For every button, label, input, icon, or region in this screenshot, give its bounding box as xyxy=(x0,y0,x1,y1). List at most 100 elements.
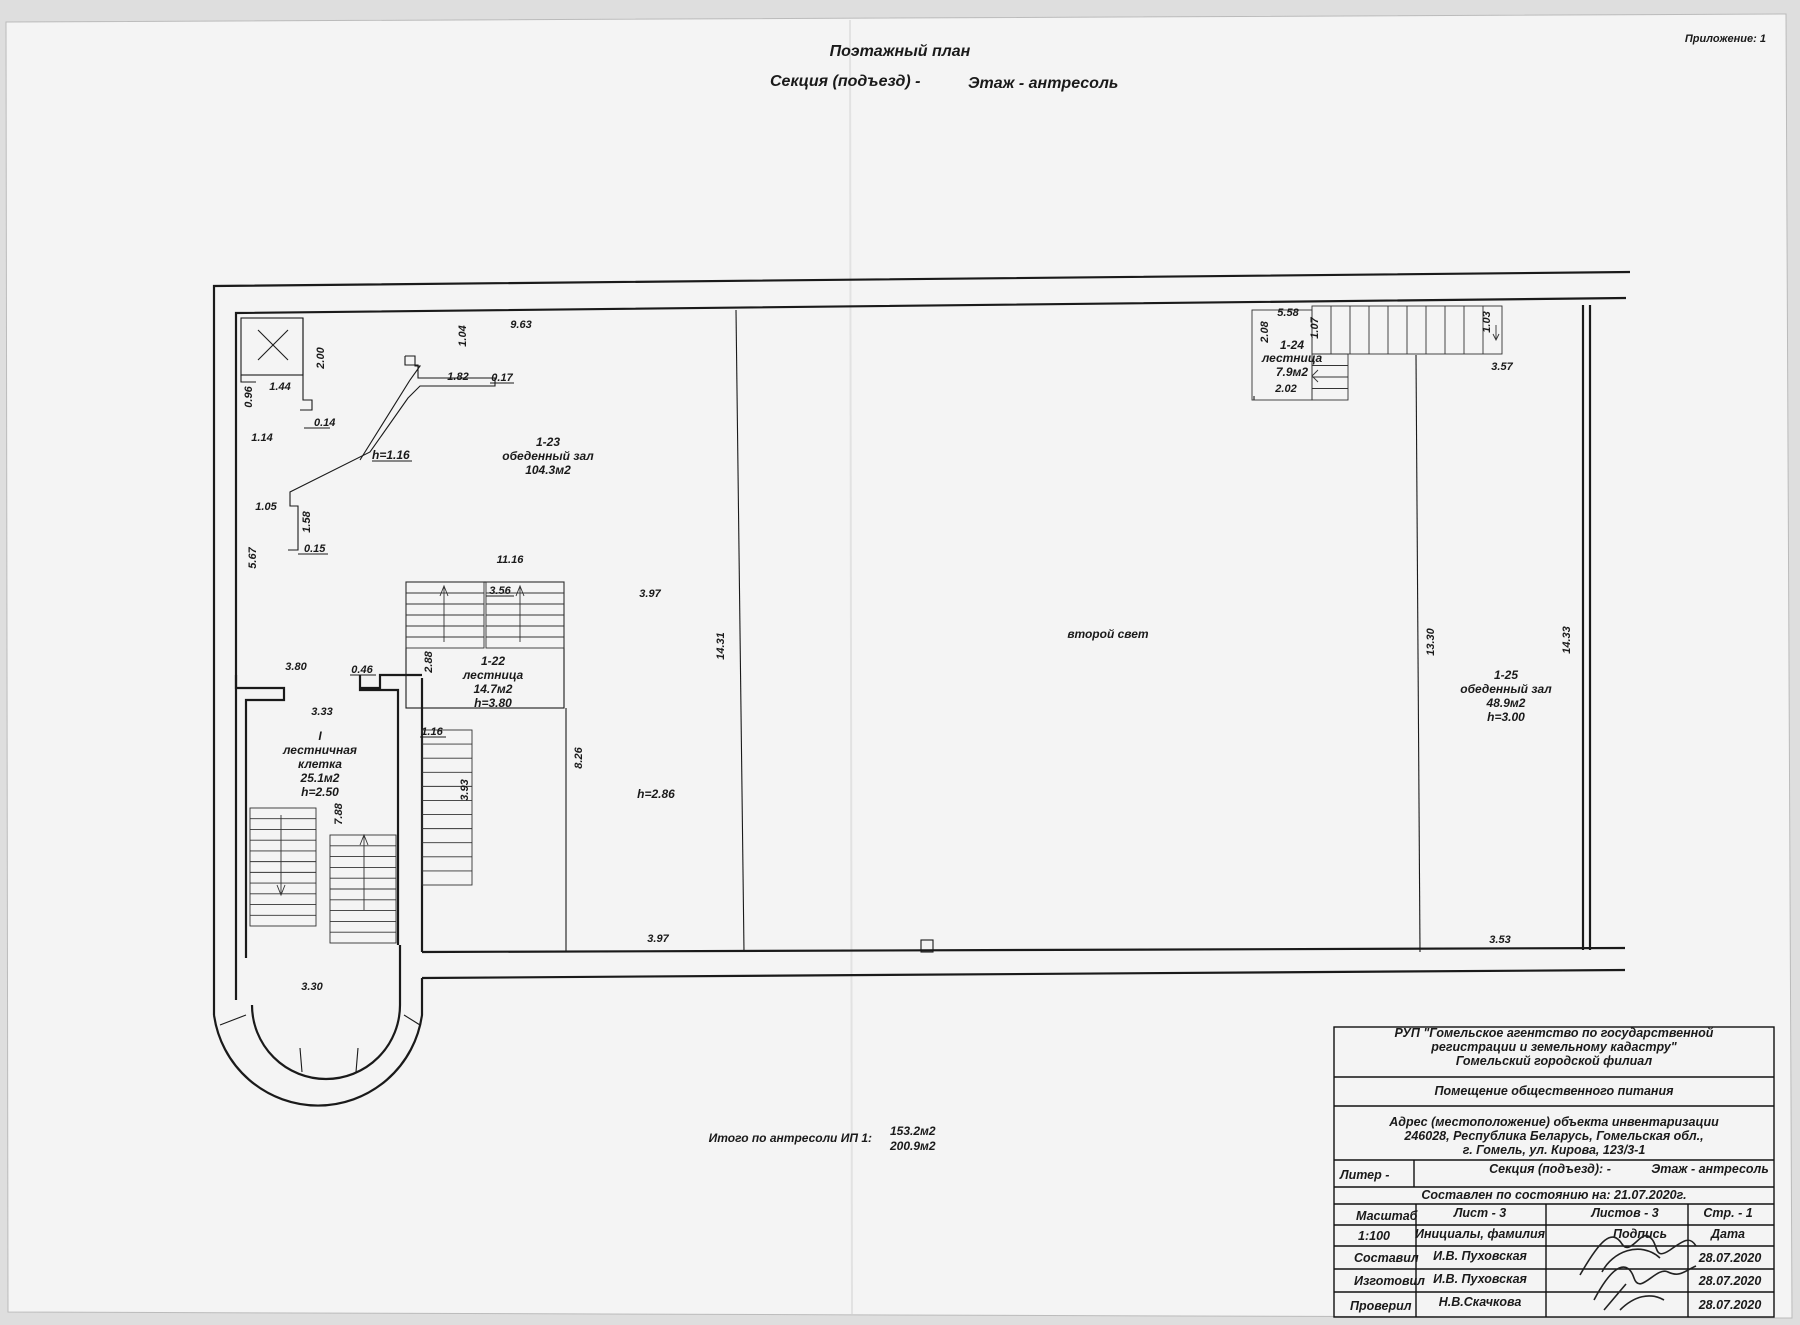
svg-text:3.30: 3.30 xyxy=(301,981,323,993)
stair-arrows xyxy=(276,325,1500,910)
svg-text:I: I xyxy=(318,729,322,743)
hall-height-label: h=2.86 xyxy=(637,787,675,801)
svg-text:0.96: 0.96 xyxy=(243,385,255,407)
svg-text:Инициалы, фамилия: Инициалы, фамилия xyxy=(1415,1227,1546,1241)
plan-floor: Этаж - антресоль xyxy=(968,75,1118,92)
svg-text:1.16: 1.16 xyxy=(421,726,443,738)
svg-text:1.03: 1.03 xyxy=(1481,311,1493,332)
stair-treads xyxy=(249,305,1503,944)
svg-text:РУП "Гомельское агентство по г: РУП "Гомельское агентство по государстве… xyxy=(1395,1026,1714,1040)
svg-text:г. Гомель, ул. Кирова, 123/3-1: г. Гомель, ул. Кирова, 123/3-1 xyxy=(1463,1143,1646,1157)
svg-text:13.30: 13.30 xyxy=(1425,627,1437,655)
svg-text:3.93: 3.93 xyxy=(459,779,471,800)
svg-text:h=3.80: h=3.80 xyxy=(474,696,512,710)
svg-text:Составил: Составил xyxy=(1354,1251,1419,1265)
svg-text:Масштаб: Масштаб xyxy=(1356,1209,1419,1223)
svg-text:25.1м2: 25.1м2 xyxy=(300,771,340,785)
svg-text:2.88: 2.88 xyxy=(423,650,435,673)
svg-text:Проверил: Проверил xyxy=(1350,1299,1412,1313)
svg-text:лестничная: лестничная xyxy=(282,743,357,757)
signature-scribble xyxy=(1579,1234,1697,1311)
svg-text:клетка: клетка xyxy=(298,757,342,771)
room-1-23: 1-23 обеденный зал 104.3м2 h=1.16 xyxy=(372,435,594,477)
plan-title: Поэтажный план xyxy=(830,43,971,60)
svg-text:3.97: 3.97 xyxy=(639,588,661,600)
svg-text:0.17: 0.17 xyxy=(491,372,513,384)
svg-text:14.33: 14.33 xyxy=(1561,626,1573,654)
room-1-25: 1-25 обеденный зал 48.9м2 h=3.00 xyxy=(1460,668,1552,724)
svg-text:0.46: 0.46 xyxy=(351,664,373,676)
svg-text:h=3.00: h=3.00 xyxy=(1487,710,1525,724)
svg-text:14.31: 14.31 xyxy=(715,632,727,660)
svg-text:лестница: лестница xyxy=(462,668,524,682)
svg-text:5.58: 5.58 xyxy=(1277,307,1299,319)
svg-text:Подпись: Подпись xyxy=(1613,1227,1667,1241)
stair-1-24-landing xyxy=(1251,309,1313,401)
svg-text:Этаж - антресоль: Этаж - антресоль xyxy=(1651,1162,1769,1176)
svg-text:1.04: 1.04 xyxy=(457,325,469,346)
svg-text:2.02: 2.02 xyxy=(1274,383,1296,395)
svg-text:3.97: 3.97 xyxy=(647,933,669,945)
svg-text:Гомельский городской филиал: Гомельский городской филиал xyxy=(1456,1054,1653,1068)
svg-text:14.7м2: 14.7м2 xyxy=(474,682,513,696)
building-walls xyxy=(212,270,1631,1107)
totals: Итого по антресоли ИП 1: 153.2м2 200.9м2 xyxy=(709,1124,936,1153)
room-1-24: 1-24 лестница 7.9м2 xyxy=(1261,338,1323,379)
dimension-labels: 9.63 1.04 1.82 0.17 1.44 2.00 0.96 0.14 … xyxy=(243,307,1573,993)
svg-text:Стр. - 1: Стр. - 1 xyxy=(1703,1206,1752,1220)
svg-text:Помещение общественного питани: Помещение общественного питания xyxy=(1435,1084,1675,1098)
room-1-22: 1-22 лестница 14.7м2 h=3.80 xyxy=(462,654,524,710)
svg-text:h=2.50: h=2.50 xyxy=(301,785,339,799)
paper xyxy=(5,13,1793,1319)
svg-text:Секция (подъезд): -: Секция (подъезд): - xyxy=(1489,1162,1611,1176)
appendix-label: Приложение: 1 xyxy=(1685,33,1766,45)
svg-text:1.44: 1.44 xyxy=(269,381,290,393)
svg-text:9.63: 9.63 xyxy=(510,319,531,331)
room-stair-cage: I лестничная клетка 25.1м2 h=2.50 xyxy=(282,729,357,799)
plan-section: Секция (подъезд) - xyxy=(770,73,920,90)
svg-text:3.57: 3.57 xyxy=(1491,361,1513,373)
svg-text:Дата: Дата xyxy=(1710,1227,1745,1241)
svg-text:1.07: 1.07 xyxy=(1309,316,1321,338)
svg-text:5.67: 5.67 xyxy=(247,546,259,568)
svg-text:1.05: 1.05 xyxy=(255,501,277,513)
paper-fold xyxy=(849,19,853,1315)
svg-text:регистрации и земельному кадас: регистрации и земельному кадастру" xyxy=(1430,1040,1677,1054)
svg-text:3.53: 3.53 xyxy=(1489,934,1510,946)
svg-text:7.88: 7.88 xyxy=(333,802,345,824)
svg-text:48.9м2: 48.9м2 xyxy=(1486,696,1526,710)
svg-text:1.14: 1.14 xyxy=(251,432,272,444)
svg-text:3.33: 3.33 xyxy=(311,706,332,718)
svg-text:1.58: 1.58 xyxy=(301,510,313,532)
svg-text:3.80: 3.80 xyxy=(285,661,307,673)
svg-text:h=1.16: h=1.16 xyxy=(372,448,410,462)
svg-text:2.08: 2.08 xyxy=(1259,320,1271,343)
svg-text:Н.В.Скачкова: Н.В.Скачкова xyxy=(1439,1295,1522,1309)
svg-text:11.16: 11.16 xyxy=(497,554,525,566)
svg-text:обеденный зал: обеденный зал xyxy=(1460,682,1552,696)
svg-text:И.В. Пуховская: И.В. Пуховская xyxy=(1433,1272,1527,1286)
svg-text:И.В. Пуховская: И.В. Пуховская xyxy=(1433,1249,1527,1263)
svg-text:1-24: 1-24 xyxy=(1280,338,1304,352)
svg-text:лестница: лестница xyxy=(1261,351,1323,365)
svg-text:обеденный зал: обеденный зал xyxy=(502,449,594,463)
svg-text:153.2м2: 153.2м2 xyxy=(890,1124,936,1138)
svg-text:Листов - 3: Листов - 3 xyxy=(1590,1206,1658,1220)
svg-text:1-25: 1-25 xyxy=(1494,668,1518,682)
stair-flight-1-22-lower xyxy=(421,729,473,886)
svg-text:0.15: 0.15 xyxy=(304,543,326,555)
svg-text:1-22: 1-22 xyxy=(481,654,505,668)
svg-text:3.56: 3.56 xyxy=(489,585,511,597)
title-block: РУП "Гомельское агентство по государстве… xyxy=(1333,1026,1775,1318)
svg-text:Изготовил: Изготовил xyxy=(1354,1274,1425,1288)
svg-text:104.3м2: 104.3м2 xyxy=(525,463,571,477)
svg-text:28.07.2020: 28.07.2020 xyxy=(1698,1274,1762,1288)
stair-flight-cage-left xyxy=(249,807,317,927)
second-light-label: второй свет xyxy=(1067,627,1149,641)
svg-text:1.82: 1.82 xyxy=(447,371,468,383)
svg-text:Составлен по состоянию на: 21.: Составлен по состоянию на: 21.07.2020г. xyxy=(1421,1188,1686,1202)
svg-text:28.07.2020: 28.07.2020 xyxy=(1698,1298,1762,1312)
svg-text:8.26: 8.26 xyxy=(573,746,585,768)
svg-text:1-23: 1-23 xyxy=(536,435,560,449)
